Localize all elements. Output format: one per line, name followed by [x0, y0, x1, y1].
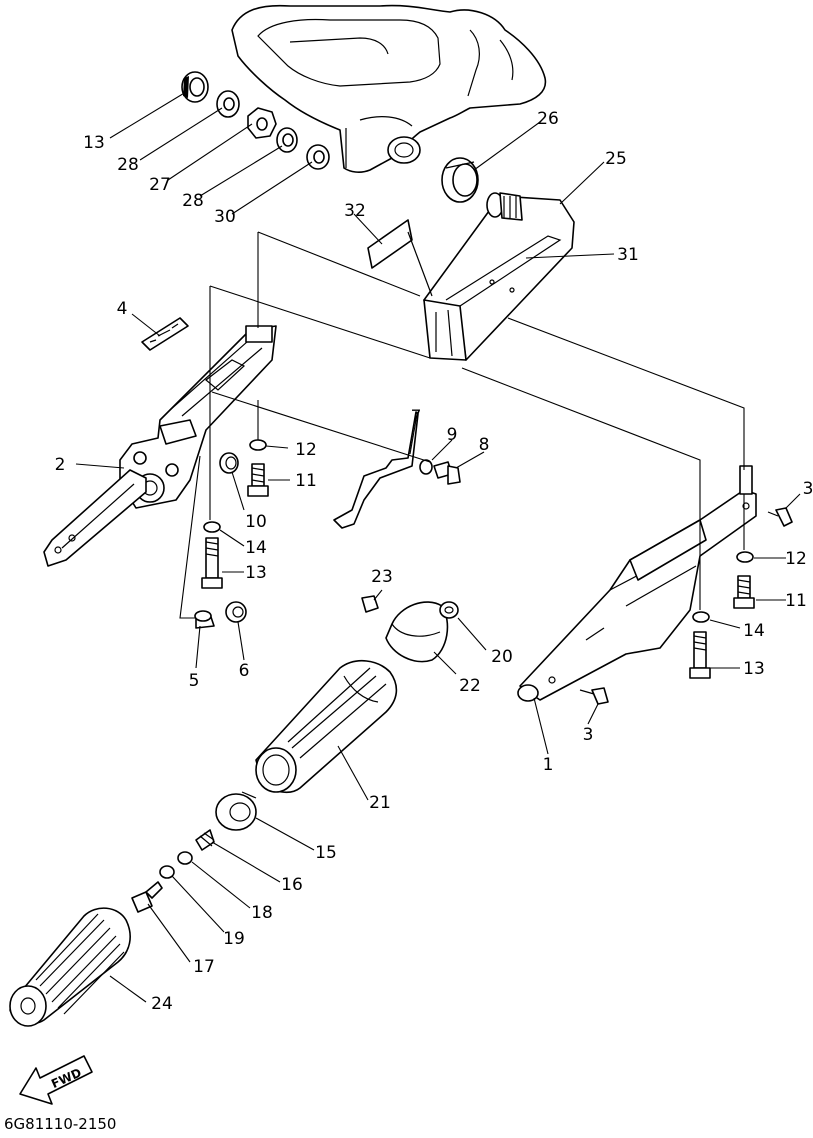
part-29-nut	[181, 71, 209, 103]
callout-30: 30	[214, 207, 236, 227]
part-12-washer-left	[249, 439, 267, 451]
part-28-washer-lower	[276, 127, 298, 153]
part-3-screw-lower	[579, 687, 609, 705]
callout-23: 23	[371, 567, 393, 587]
callout-22: 22	[459, 676, 481, 696]
assembly-lines	[179, 231, 745, 619]
callout-20: 20	[491, 647, 513, 667]
callout-3-lower: 3	[583, 725, 594, 745]
callout-5: 5	[189, 671, 200, 691]
part-24-throttle-grip	[9, 907, 131, 1027]
part-9-washer	[419, 459, 433, 475]
callout-1: 1	[543, 755, 554, 775]
part-21-throttle-shaft	[255, 660, 398, 794]
part-4-label	[141, 317, 189, 351]
part-14-washer-left	[203, 521, 221, 533]
part-11-bolt-right	[733, 575, 755, 609]
callout-11-left: 11	[295, 471, 317, 491]
callout-3-upper: 3	[803, 479, 813, 499]
part-20-nut	[439, 601, 459, 619]
callout-26: 26	[537, 109, 559, 129]
part-16-spring	[195, 829, 215, 851]
callout-8: 8	[479, 435, 490, 455]
part-32-label	[367, 219, 433, 297]
part-6-bushing	[225, 601, 247, 623]
leader-lines	[75, 91, 801, 1003]
callout-14-right: 14	[743, 621, 765, 641]
callout-32: 32	[344, 201, 366, 221]
callout-7: 7	[411, 407, 422, 427]
part-15-collar	[215, 791, 257, 831]
steering-bracket-housing	[231, 4, 547, 173]
part-13-bolt-right	[689, 631, 711, 679]
fwd-arrow: FWD	[19, 1055, 93, 1105]
part-12-washer-right	[736, 551, 754, 563]
part-14-washer-right	[692, 611, 710, 623]
callout-6: 6	[239, 661, 250, 681]
callout-12-left: 12	[295, 440, 317, 460]
callout-27: 27	[149, 175, 171, 195]
part-8-bolt	[433, 461, 461, 485]
callout-12-right: 12	[785, 549, 807, 569]
callout-18: 18	[251, 903, 273, 923]
callout-28-upper: 28	[117, 155, 139, 175]
callout-2: 2	[55, 455, 66, 475]
part-17-screw	[131, 881, 163, 913]
callout-25: 25	[605, 149, 627, 169]
part-1-steering-handle	[517, 465, 757, 702]
callout-21: 21	[369, 793, 391, 813]
callout-11-right: 11	[785, 591, 807, 611]
callout-29: 13	[83, 133, 105, 153]
part-13-bolt-left	[201, 537, 223, 589]
part-22-collar	[385, 601, 449, 663]
part-28-washer-upper	[216, 90, 240, 118]
callout-10: 10	[245, 512, 267, 532]
callout-4: 4	[117, 299, 128, 319]
diagram-code: 6G81110-2150	[4, 1115, 116, 1133]
callout-31: 31	[617, 245, 639, 265]
part-11-bolt-left	[247, 463, 269, 497]
callout-13-left: 13	[245, 563, 267, 583]
callout-15: 15	[315, 843, 337, 863]
callout-9: 9	[447, 425, 458, 445]
part-2-handle-bracket	[43, 325, 277, 567]
callout-17: 17	[193, 957, 215, 977]
part-7-plate	[333, 411, 419, 529]
part-26-bushing	[441, 157, 479, 203]
callout-14-left: 14	[245, 538, 267, 558]
part-10-grommet	[219, 452, 239, 474]
part-19-washer	[159, 865, 175, 879]
part-3-screw-upper	[767, 507, 793, 527]
callout-13-right: 13	[743, 659, 765, 679]
part-27-tab-washer	[247, 107, 277, 139]
callout-28-lower: 28	[182, 191, 204, 211]
part-25-handle-bracket	[423, 192, 575, 361]
part-5-fitting	[194, 610, 215, 629]
callout-labels: 13 28 27 28 30 26 25 31 32 4 2 12 11 10 …	[55, 109, 813, 1014]
callout-16: 16	[281, 875, 303, 895]
part-18-washer	[177, 851, 193, 865]
callout-24: 24	[151, 994, 173, 1014]
part-30-washer	[306, 144, 330, 170]
callout-19: 19	[223, 929, 245, 949]
